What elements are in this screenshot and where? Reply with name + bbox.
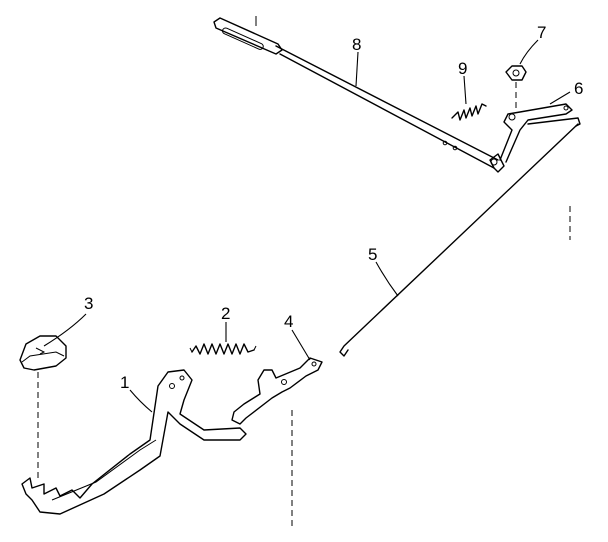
callout-5: 5 (368, 245, 377, 264)
part-8-slotted-bar (213, 16, 505, 173)
alignment-lines (37, 82, 571, 530)
callout-7: 7 (537, 23, 546, 42)
part-2-spring (189, 343, 257, 355)
callout-3: 3 (84, 294, 93, 313)
part-9-spring (451, 103, 487, 121)
part-1-pedal (21, 369, 247, 515)
callout-1: 1 (120, 373, 129, 392)
callout-6: 6 (574, 79, 583, 98)
part-4-bracket (231, 357, 323, 425)
part-5-rod (339, 123, 579, 357)
callout-9: 9 (458, 59, 467, 78)
part-6-lever (499, 103, 581, 163)
callout-8: 8 (352, 35, 361, 54)
leader-lines (43, 39, 571, 413)
callout-2: 2 (221, 304, 230, 323)
callout-4: 4 (284, 312, 293, 331)
part-7-nut (505, 65, 527, 81)
part-3-cap (19, 335, 67, 371)
